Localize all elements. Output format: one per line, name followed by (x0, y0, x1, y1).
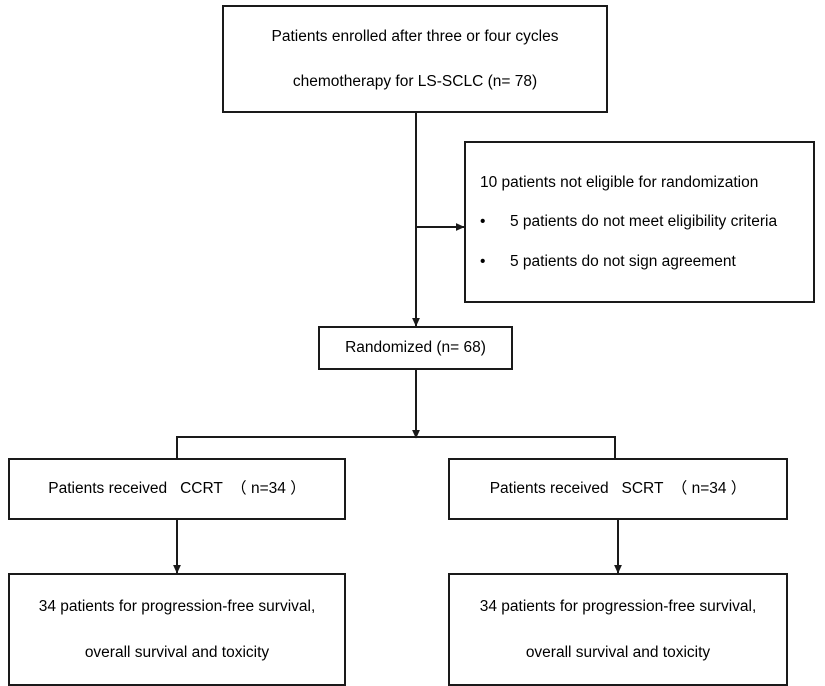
node-excluded-bullet-item-2: • 5 patients do not sign agreement (480, 252, 736, 271)
node-enrolled-line-1: Patients enrolled after three or four cy… (271, 27, 559, 45)
node-arm-scrt: Patients received SCRT （ n=34 ） (448, 458, 788, 520)
node-outcome-scrt-line-1: 34 patients for progression-free surviva… (479, 598, 757, 616)
node-outcome-scrt-line-2: overall survival and toxicity (525, 643, 711, 661)
node-enrolled-line-2: chemotherapy for LS-SCLC (n= 78) (292, 73, 538, 90)
node-outcome-ccrt-line-1: 34 patients for progression-free surviva… (38, 598, 316, 616)
node-outcome-ccrt-line-2: overall survival and toxicity (84, 643, 270, 661)
node-outcome-ccrt: 34 patients for progression-free surviva… (8, 573, 346, 686)
node-enrolled: Patients enrolled after three or four cy… (222, 5, 608, 113)
node-excluded-bullet-2-label: 5 patients do not sign agreement (510, 252, 736, 270)
node-outcome-scrt: 34 patients for progression-free surviva… (448, 573, 788, 686)
node-excluded-header: 10 patients not eligible for randomizati… (480, 173, 759, 191)
node-excluded-bullet-1-label: 5 patients do not meet eligibility crite… (510, 213, 778, 231)
node-arm-ccrt-label: Patients received CCRT （ n=34 ） (48, 480, 306, 498)
node-excluded-bullet-item-1: • 5 patients do not meet eligibility cri… (480, 212, 777, 231)
node-arm-scrt-label: Patients received SCRT （ n=34 ） (489, 480, 747, 498)
node-arm-ccrt: Patients received CCRT （ n=34 ） (8, 458, 346, 520)
node-randomized: Randomized (n= 68) (318, 326, 513, 370)
node-excluded: 10 patients not eligible for randomizati… (464, 141, 815, 303)
bullet-icon: • (480, 252, 486, 270)
bullet-icon: • (480, 213, 486, 231)
node-randomized-label: Randomized (n= 68) (345, 339, 486, 357)
